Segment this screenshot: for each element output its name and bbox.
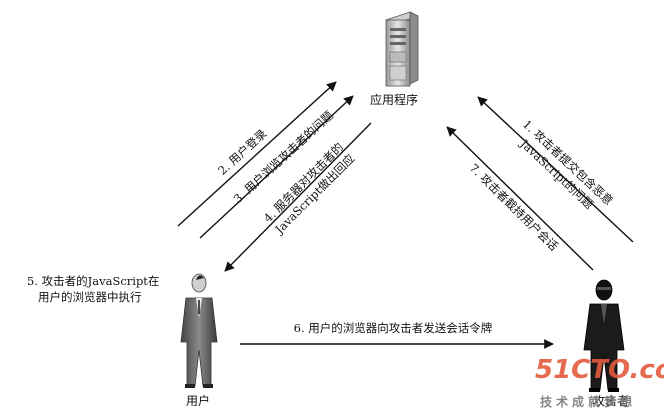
server-label: 应用程序	[370, 92, 418, 107]
step-5-label-line1: 5. 攻击者的JavaScript在	[27, 274, 159, 288]
arrow-step-2	[177, 81, 337, 227]
watermark: 51CTO.com 技术成就梦想	[535, 355, 664, 409]
user-figure-icon	[180, 273, 218, 388]
arrow-step-4	[224, 122, 372, 272]
server-icon	[384, 11, 420, 87]
step-7-label: 7. 攻击者截持用户会话	[467, 161, 562, 254]
step-5-label-line2: 用户的浏览器中执行	[38, 290, 142, 304]
attacker-figure-icon	[583, 279, 625, 392]
arrow-step-3	[199, 95, 354, 239]
step-6-label: 6. 用户的浏览器向攻击者发送会话令牌	[294, 321, 493, 335]
attacker-label: 攻击者	[593, 394, 629, 408]
user-label: 用户	[186, 393, 210, 408]
arrow-step-7	[446, 126, 594, 271]
watermark-brand: 51CTO.com	[535, 355, 664, 385]
arrow-step-1	[477, 96, 634, 243]
watermark-slogan: 技术成就梦想	[540, 394, 636, 409]
